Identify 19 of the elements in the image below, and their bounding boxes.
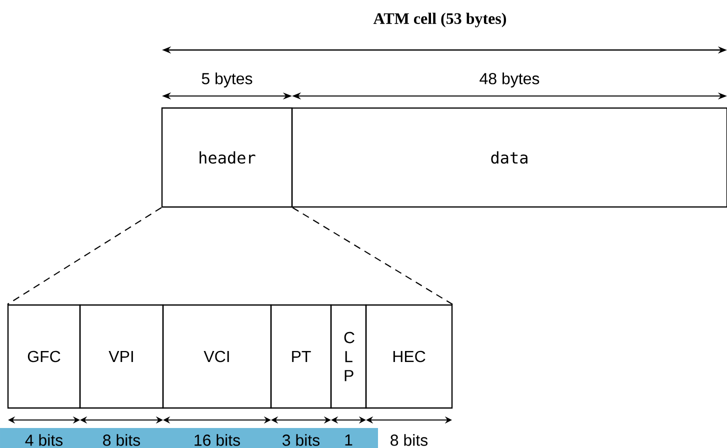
field-box: GFC (7, 304, 81, 409)
data-box: data (291, 107, 727, 208)
dimension-label: 16 bits (194, 434, 240, 446)
dimension-label: 5 bytes (202, 72, 252, 88)
dimension-label: 48 bytes (480, 72, 540, 88)
dimension-label: 8 bits (103, 434, 140, 446)
dimension-label: 4 bits (25, 434, 63, 446)
field-box: C L P (330, 304, 367, 409)
dimension-label: 8 bits (390, 434, 428, 446)
field-box: VCI (162, 304, 272, 409)
dimension-label: 1 (345, 434, 352, 446)
title: ATM cell (53 bytes) (373, 12, 506, 28)
header-box: header (161, 107, 293, 208)
field-box: HEC (365, 304, 453, 409)
field-box: PT (270, 304, 332, 409)
expansion-line (7, 207, 162, 305)
expansion-line (292, 207, 453, 305)
field-box: VPI (79, 304, 164, 409)
dimension-label: 3 bits (282, 434, 320, 446)
